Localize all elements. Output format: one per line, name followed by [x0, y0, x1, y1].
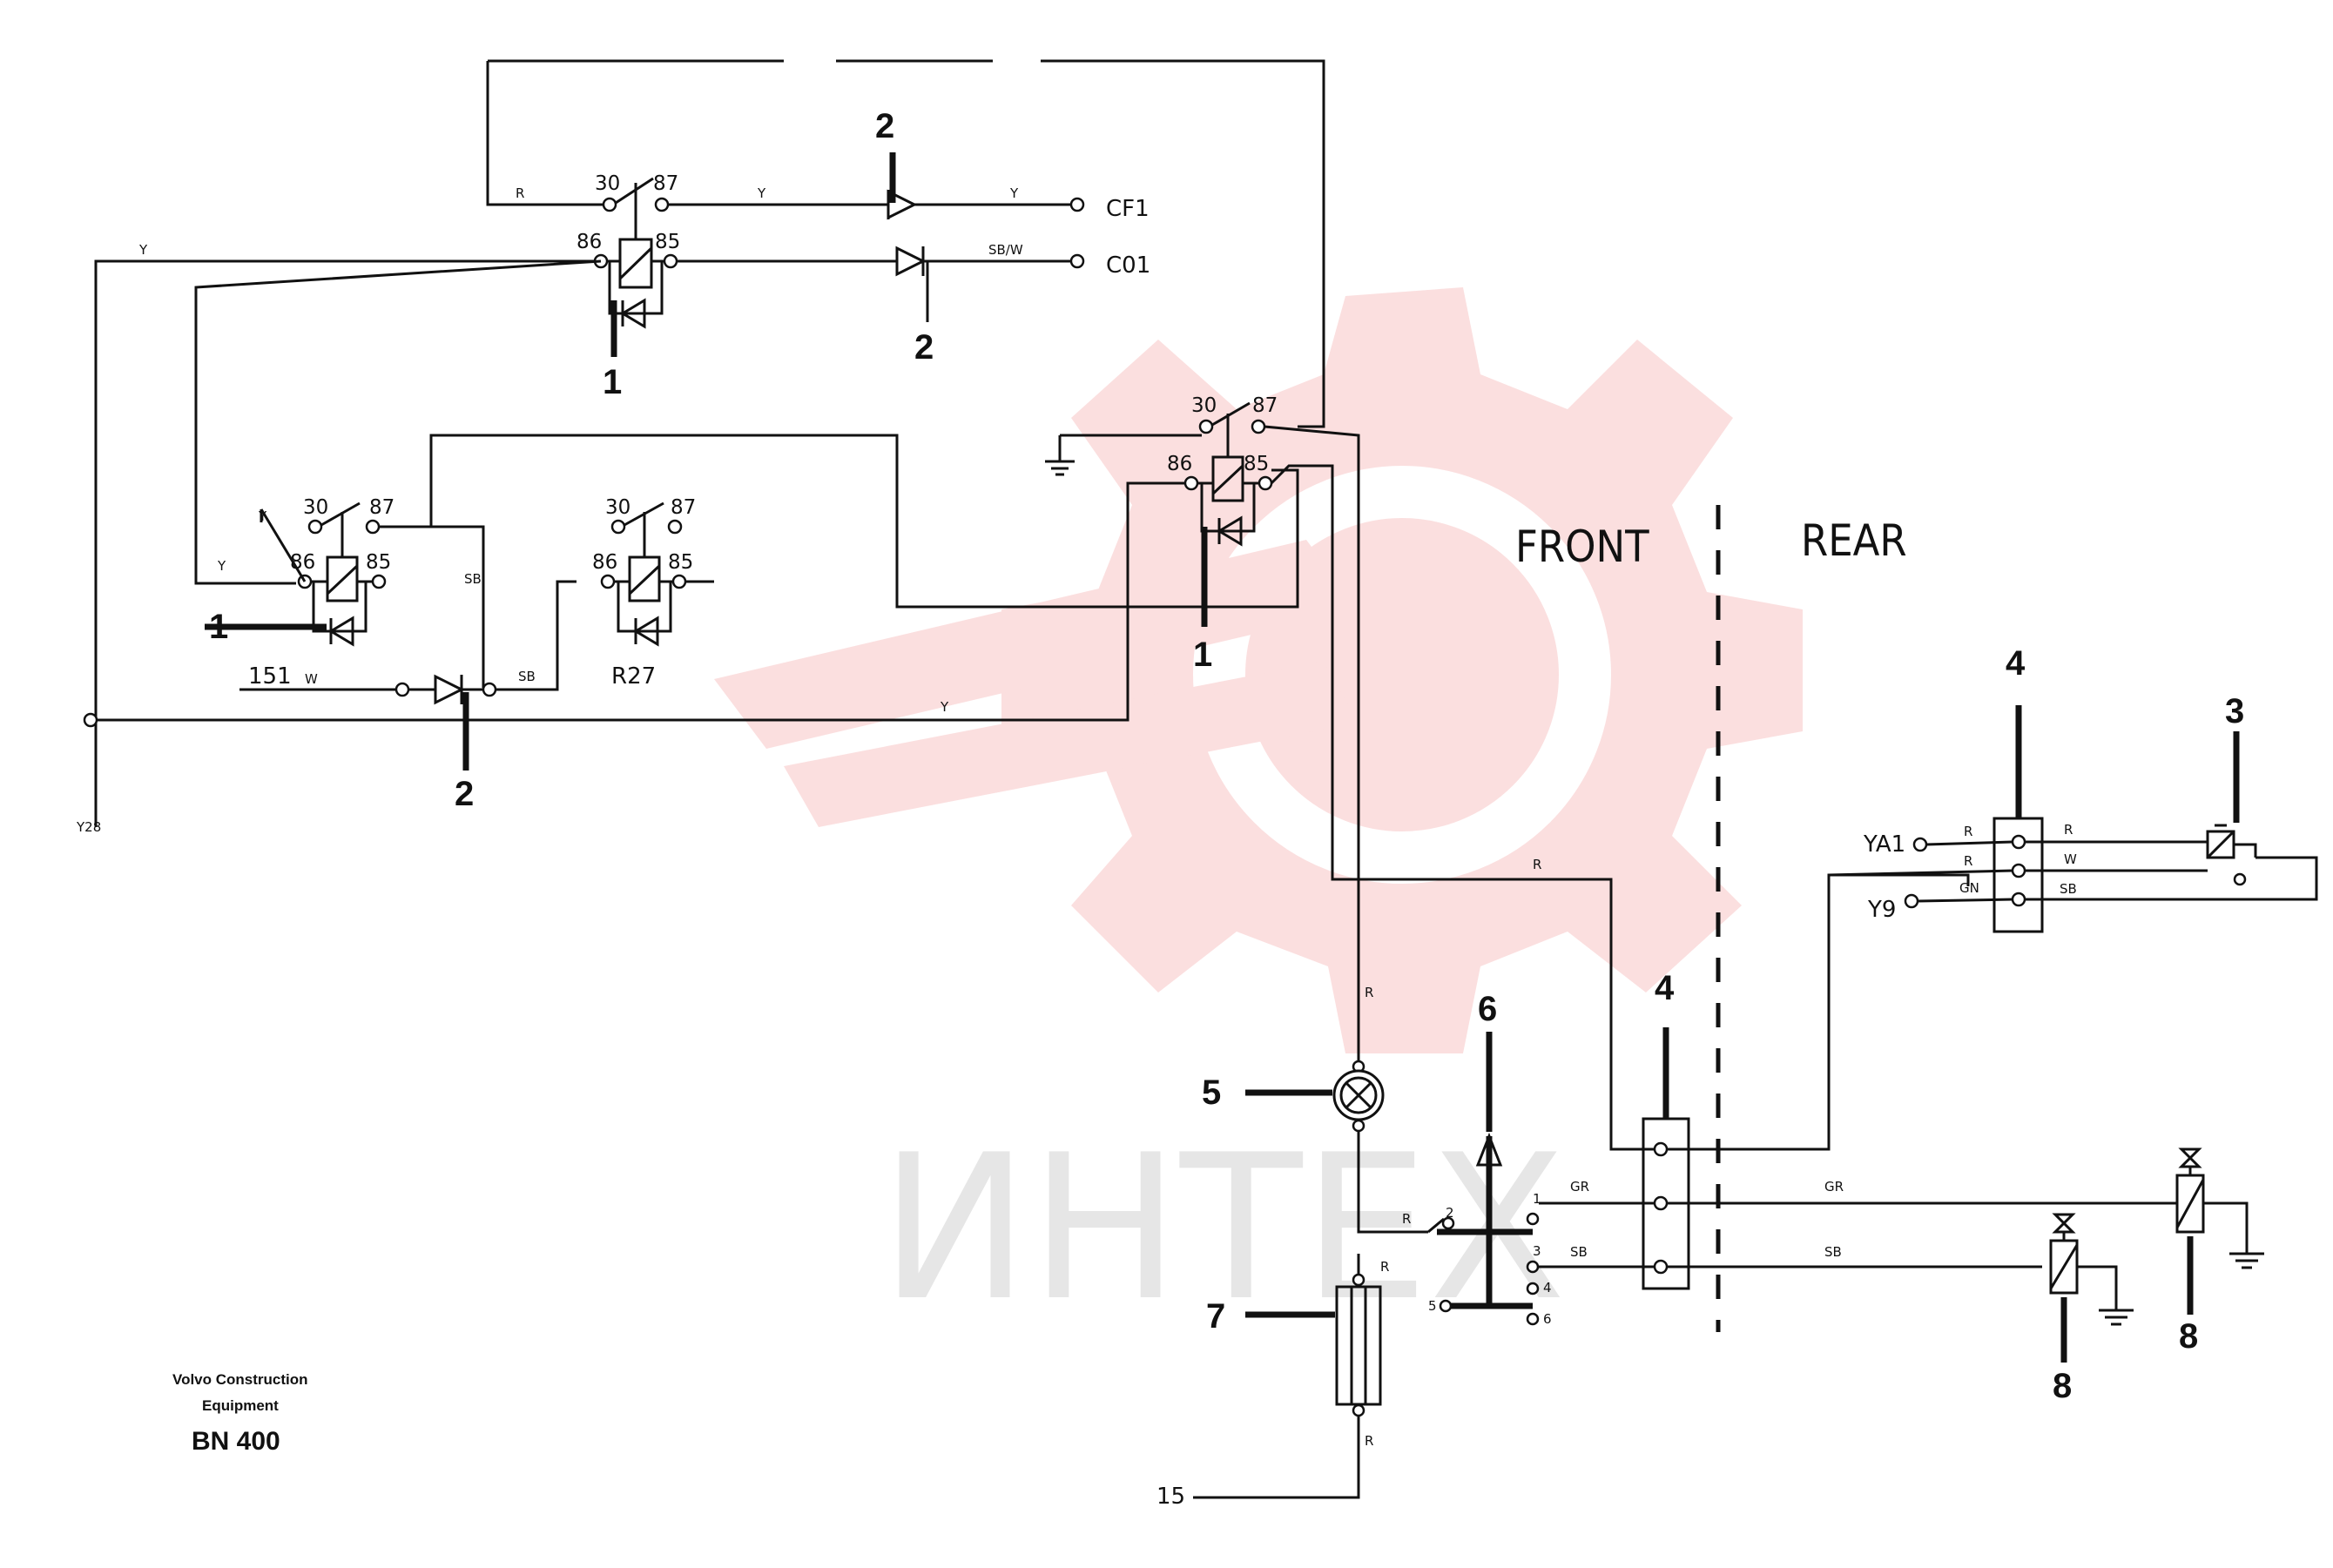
section-rear: REAR — [1801, 515, 1907, 566]
callout-1: 1 — [209, 608, 228, 646]
callout-6: 6 — [1478, 990, 1497, 1028]
solenoid-8a-icon — [2049, 1213, 2134, 1326]
terminal-85: 85 — [668, 551, 693, 574]
wire-label: SB — [464, 571, 482, 587]
wire-label: R — [516, 185, 524, 201]
wire-label: R — [1365, 1433, 1373, 1449]
wire-top-loop — [486, 59, 1325, 428]
node-y9: Y9 — [1867, 897, 1896, 923]
footer-line1: Volvo Construction — [172, 1371, 308, 1388]
wire-label: R — [1964, 853, 1972, 869]
switch-pos: 1 — [1533, 1191, 1541, 1207]
relay-a: 30 87 86 85 — [577, 172, 680, 329]
relay-b: 30 87 86 85 Y — [258, 496, 394, 647]
wire-label: Y — [217, 558, 226, 574]
terminal-87: 87 — [671, 496, 696, 519]
callout-1: 1 — [1193, 636, 1212, 674]
terminal-30: 30 — [1191, 394, 1217, 417]
rotary-switch: 1 2 3 4 5 6 — [1427, 1071, 1552, 1327]
wire-label: R — [1402, 1211, 1411, 1227]
callout-2: 2 — [455, 775, 474, 813]
wire-label: GR — [1570, 1179, 1589, 1195]
terminal-30: 30 — [595, 172, 620, 195]
wire-label: R — [1964, 824, 1972, 839]
node-ya1: YA1 — [1863, 831, 1905, 858]
wire-y-bus — [94, 259, 595, 827]
terminal-86: 86 — [1167, 453, 1192, 475]
wire-label: SB — [1570, 1244, 1588, 1260]
terminal-85: 85 — [655, 231, 680, 253]
callout-8: 8 — [2179, 1317, 2198, 1356]
relay-label: R27 — [611, 663, 656, 690]
terminal-30: 30 — [303, 496, 328, 519]
relay-r27: 30 87 86 85 R27 — [592, 496, 714, 690]
switch-pos: 5 — [1428, 1298, 1437, 1314]
terminal-87: 87 — [653, 172, 678, 195]
terminal-87: 87 — [369, 496, 394, 519]
wire-label: R — [1365, 985, 1373, 1000]
solenoid-8b-icon — [2175, 1147, 2264, 1269]
node-c01: C01 — [1106, 252, 1150, 279]
switch-pos: 6 — [1543, 1311, 1552, 1327]
node-15: 15 — [1156, 1484, 1185, 1510]
callout-8: 8 — [2053, 1367, 2072, 1405]
node-151: 151 — [248, 663, 292, 690]
wire-r-main — [1264, 425, 1360, 1084]
callout-5: 5 — [1202, 1073, 1221, 1112]
wire-label: SB — [1824, 1244, 1842, 1260]
footer-code: BN 400 — [192, 1427, 280, 1456]
wire-label: Y — [258, 508, 267, 524]
wire-label: Y — [940, 699, 949, 715]
callout-2: 2 — [875, 107, 894, 145]
relay-c: 30 87 86 85 — [1045, 394, 1334, 607]
wire-label: GN — [1959, 880, 1979, 896]
node-cf1: CF1 — [1106, 196, 1150, 222]
wire-label: R — [1533, 857, 1541, 872]
section-front: FRONT — [1515, 522, 1649, 572]
callout-3: 3 — [2225, 692, 2244, 730]
lamp-icon — [1332, 1069, 1385, 1121]
watermark-gear-icon — [714, 287, 1803, 1053]
footer-line2: Equipment — [202, 1397, 279, 1414]
valve-3-icon — [2206, 824, 2257, 886]
wire-label: SB/W — [988, 242, 1023, 258]
callout-4: 4 — [2006, 644, 2026, 683]
wire-label: SB — [518, 669, 536, 684]
wire-label: R — [1380, 1259, 1389, 1275]
diode-cf1-icon — [887, 189, 918, 220]
wire-label: R — [2064, 822, 2073, 838]
wire-label: W — [305, 671, 318, 687]
switch-pos: 4 — [1543, 1280, 1552, 1295]
callout-7: 7 — [1206, 1297, 1225, 1336]
callout-4: 4 — [1655, 969, 1675, 1007]
wire-label: Y — [1009, 185, 1019, 201]
node-y28: Y28 — [76, 819, 101, 835]
arrow-up-icon — [1475, 1132, 1503, 1167]
wire-label: Y — [138, 242, 148, 258]
terminal-86: 86 — [592, 551, 617, 574]
callout-1: 1 — [603, 363, 622, 401]
wire-label: Y — [757, 185, 766, 201]
diode-c01-icon — [895, 246, 927, 277]
wire-label: W — [2064, 851, 2077, 867]
terminal-30: 30 — [605, 496, 630, 519]
diode-151-icon — [434, 674, 465, 705]
callout-2: 2 — [914, 328, 934, 367]
terminal-86: 86 — [577, 231, 602, 253]
terminal-85: 85 — [366, 551, 391, 574]
terminal-85: 85 — [1244, 453, 1269, 475]
terminal-87: 87 — [1252, 394, 1278, 417]
switch-pos: 2 — [1446, 1205, 1454, 1221]
wire-label: SB — [2060, 881, 2077, 897]
wire-label: GR — [1824, 1179, 1844, 1195]
switch-pos: 3 — [1533, 1243, 1541, 1259]
